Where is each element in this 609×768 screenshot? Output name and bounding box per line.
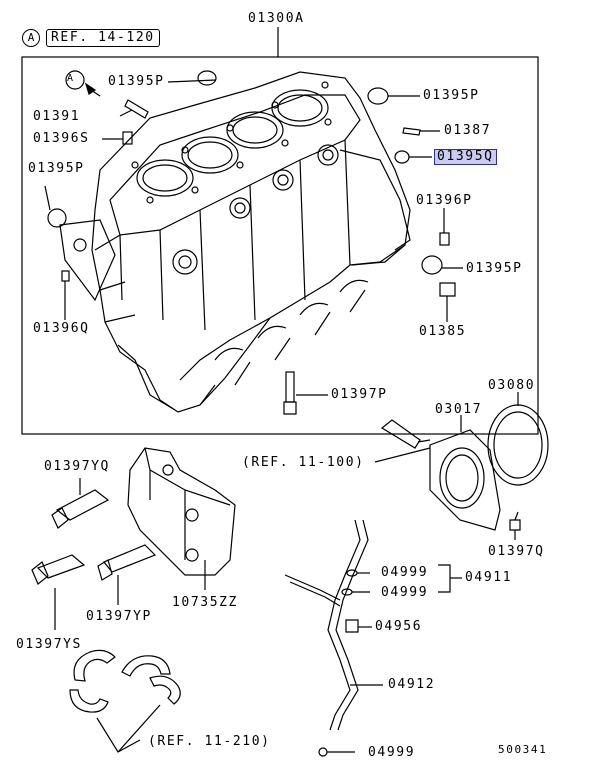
- dipstick-guide-04912: [284, 519, 369, 731]
- ref-11-100[interactable]: (REF. 11-100): [242, 455, 365, 470]
- part-10735ZZ: 10735ZZ: [172, 595, 238, 610]
- pin-01396Q: [61, 270, 70, 282]
- bolt-04956: [345, 619, 359, 633]
- part-03017: 03017: [435, 402, 483, 417]
- part-03080: 03080: [488, 378, 536, 393]
- inline-marker-a: A: [67, 73, 75, 84]
- part-01395P-right: 01395P: [423, 88, 480, 103]
- oring-04999-a: [346, 569, 358, 577]
- part-01396Q: 01396Q: [33, 321, 90, 336]
- part-04956: 04956: [375, 619, 423, 634]
- pin-01396P: [439, 232, 450, 246]
- diagram-id: 500341: [498, 743, 548, 756]
- part-01391: 01391: [33, 109, 81, 124]
- part-01385: 01385: [419, 324, 467, 339]
- part-01387: 01387: [444, 123, 492, 138]
- ref-marker-a: A: [22, 29, 40, 47]
- plug-01395P-right2: [421, 255, 443, 275]
- part-01396P: 01396P: [416, 193, 473, 208]
- part-01397YQ: 01397YQ: [44, 459, 110, 474]
- part-01397P: 01397P: [331, 387, 388, 402]
- part-01397YP: 01397YP: [86, 609, 152, 624]
- part-04999-a: 04999: [381, 565, 429, 580]
- bracket-10735ZZ: [127, 447, 236, 576]
- part-04912: 04912: [388, 677, 436, 692]
- cylinder-block-frame: [21, 56, 539, 435]
- part-04911: 04911: [465, 570, 513, 585]
- part-01300A: 01300A: [248, 11, 305, 26]
- part-04999-c: 04999: [368, 745, 416, 760]
- part-01396S: 01396S: [33, 131, 90, 146]
- sealant-tube: [380, 419, 431, 449]
- bolt-01397YQ: [51, 489, 110, 529]
- seal-case-03017: [429, 429, 501, 531]
- bolt-01397Q: [509, 519, 521, 540]
- plug-01395P-top: [197, 70, 217, 86]
- cylinder-block-drawing: [59, 71, 411, 413]
- plug-01395Q: [394, 150, 410, 164]
- part-01397YS: 01397YS: [16, 637, 82, 652]
- part-01395P-left: 01395P: [28, 161, 85, 176]
- plug-01395P-right: [367, 87, 389, 105]
- part-01395Q-highlighted[interactable]: 01395Q: [434, 149, 497, 165]
- bolt-01397YP: [97, 544, 157, 581]
- plug-01395P-left: [47, 208, 67, 228]
- part-01395P-top: 01395P: [108, 74, 165, 89]
- plug-01385: [439, 282, 456, 297]
- oring-04999-c: [318, 747, 328, 757]
- ref-11-210[interactable]: (REF. 11-210): [148, 734, 271, 749]
- part-04999-b: 04999: [381, 585, 429, 600]
- pin-01387: [402, 127, 421, 136]
- bolt-01397P: [283, 371, 297, 415]
- ref-14-120-box[interactable]: REF. 14-120: [46, 29, 160, 47]
- pin-01396S: [122, 131, 133, 145]
- part-01395P-right2: 01395P: [466, 261, 523, 276]
- part-01397Q: 01397Q: [488, 544, 545, 559]
- bearing-halves: [69, 649, 181, 713]
- oil-seal-03080: [487, 404, 549, 486]
- bolt-01397YS: [31, 554, 86, 585]
- dowel-01391: [124, 99, 149, 119]
